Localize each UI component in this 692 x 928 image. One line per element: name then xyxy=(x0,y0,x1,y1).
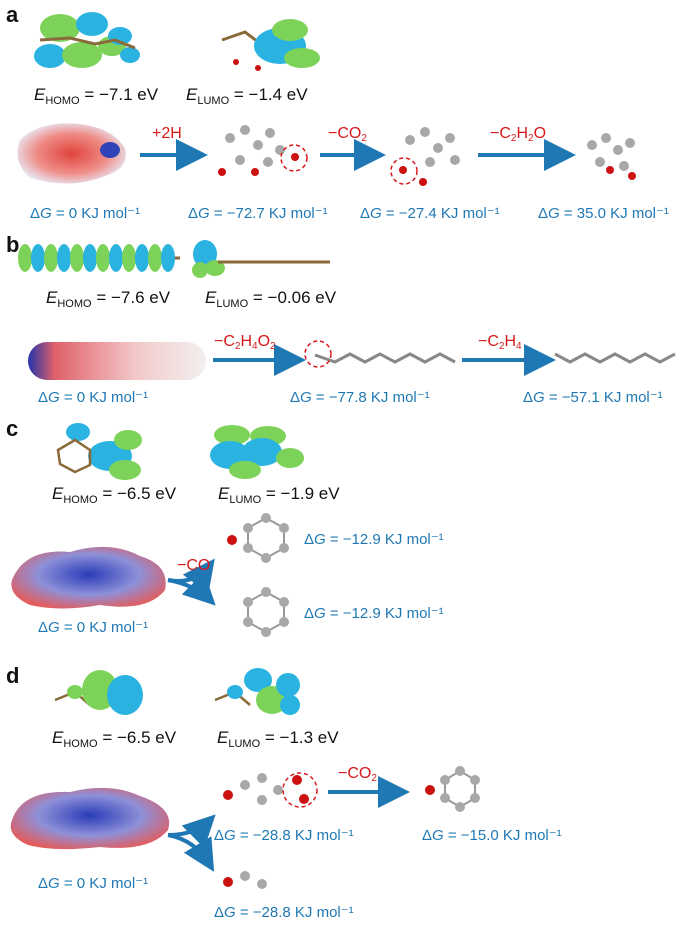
panel-c-dg-2: ΔG = −12.9 KJ mol⁻¹ xyxy=(304,605,444,622)
panel-c-lumo-energy: ELUMO = −1.9 eV xyxy=(218,484,340,506)
panel-a-homo-orbital xyxy=(34,12,140,68)
panel-d-dg-1: ΔG = −28.8 KJ mol⁻¹ xyxy=(214,827,354,844)
panel-b-product xyxy=(554,352,676,364)
panel-b-lumo-orbital xyxy=(192,240,330,278)
panel-label-d: d xyxy=(6,663,20,688)
panel-d-product-small xyxy=(223,871,267,889)
panel-b-intermediate xyxy=(304,340,456,368)
panel-c-dg-0: ΔG = 0 KJ mol⁻¹ xyxy=(38,619,149,636)
panel-a-step-1: +2H xyxy=(152,125,182,142)
panel-b-dg-2: ΔG = −57.1 KJ mol⁻¹ xyxy=(523,389,663,406)
panel-b-homo-energy: EHOMO = −7.6 eV xyxy=(46,288,171,310)
panel-c-arrow-down xyxy=(167,571,216,606)
panel-d-arrow-down xyxy=(167,833,215,872)
panel-b-step-2: −C2H4 xyxy=(478,333,522,352)
panel-c-lumo-orbital xyxy=(210,425,304,479)
panel-c-dg-1: ΔG = −12.9 KJ mol⁻¹ xyxy=(304,531,444,548)
panel-c-homo-energy: EHOMO = −6.5 eV xyxy=(52,484,177,506)
panel-d-lumo-energy: ELUMO = −1.3 eV xyxy=(217,728,339,750)
panel-c-product-benzene xyxy=(243,587,289,637)
panel-c-esp-surface xyxy=(11,546,166,609)
panel-a-dg-2: ΔG = −27.4 KJ mol⁻¹ xyxy=(360,205,500,222)
panel-a-step-2: −CO2 xyxy=(328,125,367,144)
panel-d-homo-orbital xyxy=(54,670,143,715)
panel-b-step-1: −C2H4O2 xyxy=(214,333,276,352)
panel-d-step: −CO2 xyxy=(338,765,377,784)
panel-b-esp-surface xyxy=(28,342,206,380)
panel-b-homo-orbital xyxy=(18,244,180,272)
panel-c-homo-orbital xyxy=(56,423,142,480)
panel-d-lumo-orbital xyxy=(214,668,300,715)
panel-c-step: −CO xyxy=(177,557,211,574)
panel-a-esp-surface xyxy=(17,123,126,184)
panel-a-dg-0: ΔG = 0 KJ mol⁻¹ xyxy=(30,205,141,222)
panel-a-intermediate-2 xyxy=(390,127,460,186)
panel-b-dg-1: ΔG = −77.8 KJ mol⁻¹ xyxy=(290,389,430,406)
panel-label-c: c xyxy=(6,416,19,441)
panel-d-homo-energy: EHOMO = −6.5 eV xyxy=(52,728,177,750)
panel-a-intermediate-1 xyxy=(218,125,308,176)
panel-a-lumo-energy: ELUMO = −1.4 eV xyxy=(186,85,308,107)
panel-a-product xyxy=(587,133,636,180)
panel-d-intermediate xyxy=(223,772,318,808)
panel-label-b: b xyxy=(6,232,20,257)
panel-b-dg-0: ΔG = 0 KJ mol⁻¹ xyxy=(38,389,149,406)
panel-d-dg-0: ΔG = 0 KJ mol⁻¹ xyxy=(38,875,149,892)
panel-b-lumo-energy: ELUMO = −0.06 eV xyxy=(205,288,337,310)
panel-d-product-phenol xyxy=(425,766,480,812)
panel-a-dg-3: ΔG = 35.0 KJ mol⁻¹ xyxy=(538,205,669,222)
panel-d-arrow-up xyxy=(167,814,216,849)
panel-a-step-3: −C2H2O xyxy=(490,125,547,144)
panel-a-homo-energy: EHOMO = −7.1 eV xyxy=(34,85,159,107)
panel-a-lumo-orbital xyxy=(221,19,320,71)
panel-d-esp-surface xyxy=(10,787,170,850)
panel-a-dg-1: ΔG = −72.7 KJ mol⁻¹ xyxy=(188,205,328,222)
panel-d-dg-3: ΔG = −28.8 KJ mol⁻¹ xyxy=(214,904,354,921)
panel-c-product-phenol xyxy=(227,513,289,563)
panel-label-a: a xyxy=(6,2,19,27)
panel-d-dg-2: ΔG = −15.0 KJ mol⁻¹ xyxy=(422,827,562,844)
